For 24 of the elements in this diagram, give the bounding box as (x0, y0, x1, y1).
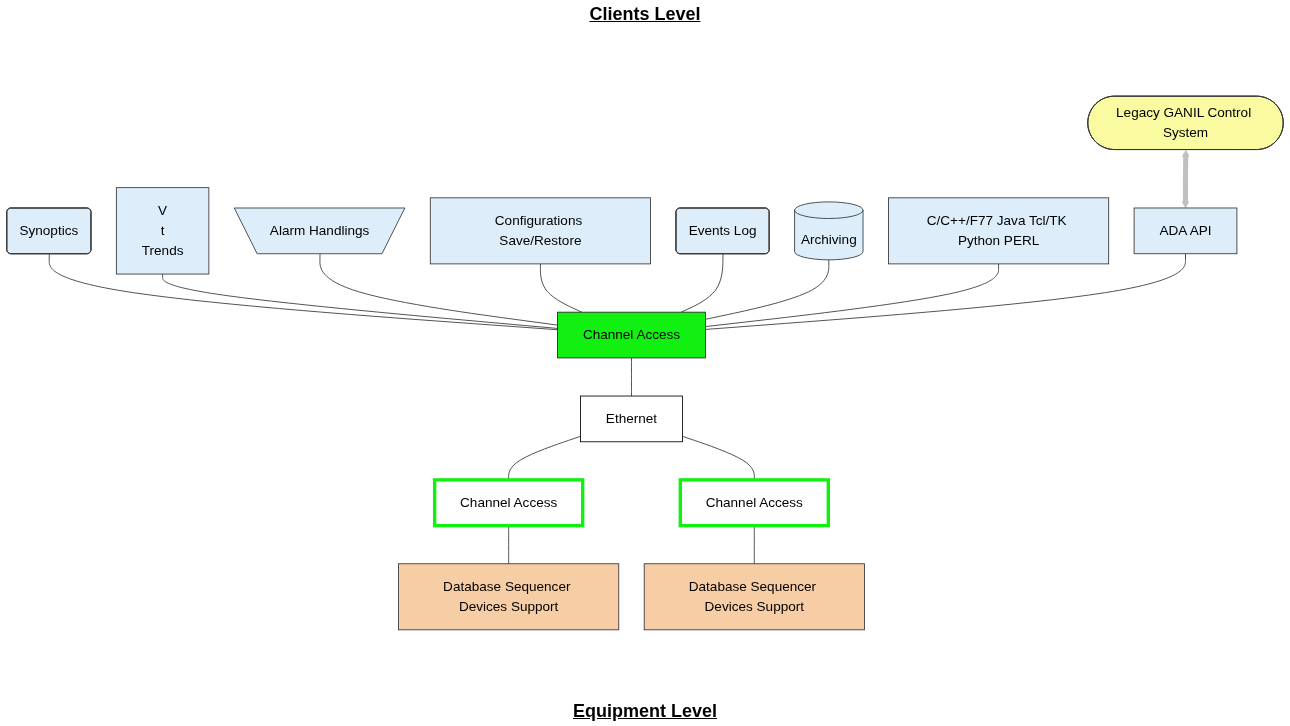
node-box: Database Sequencer Devices Support (398, 563, 620, 631)
connector (680, 253, 724, 313)
node-box: Database Sequencer Devices Support (643, 563, 865, 631)
node-box: Ethernet (580, 395, 683, 443)
node-box: ADA API (1133, 207, 1238, 255)
connector (705, 263, 999, 327)
node-box: Channel Access (557, 311, 706, 359)
level-heading: Clients Level (589, 4, 701, 25)
level-heading: Equipment Level (573, 701, 717, 722)
node-box: Channel Access (678, 478, 830, 528)
connector (705, 253, 1186, 330)
arrow (1181, 149, 1190, 209)
connector (48, 253, 558, 331)
connector (508, 525, 510, 565)
connector (319, 253, 558, 326)
connector (753, 525, 755, 565)
node-box: V t Trends (115, 187, 210, 275)
node-box: C/C++/F77 Java Tcl/TK Python PERL (888, 197, 1110, 265)
node-box: Channel Access (432, 478, 585, 528)
connector (631, 357, 632, 397)
node-box: Configurations Save/Restore (429, 197, 651, 265)
connector (540, 263, 583, 313)
connector (705, 259, 830, 320)
connector (162, 273, 558, 329)
